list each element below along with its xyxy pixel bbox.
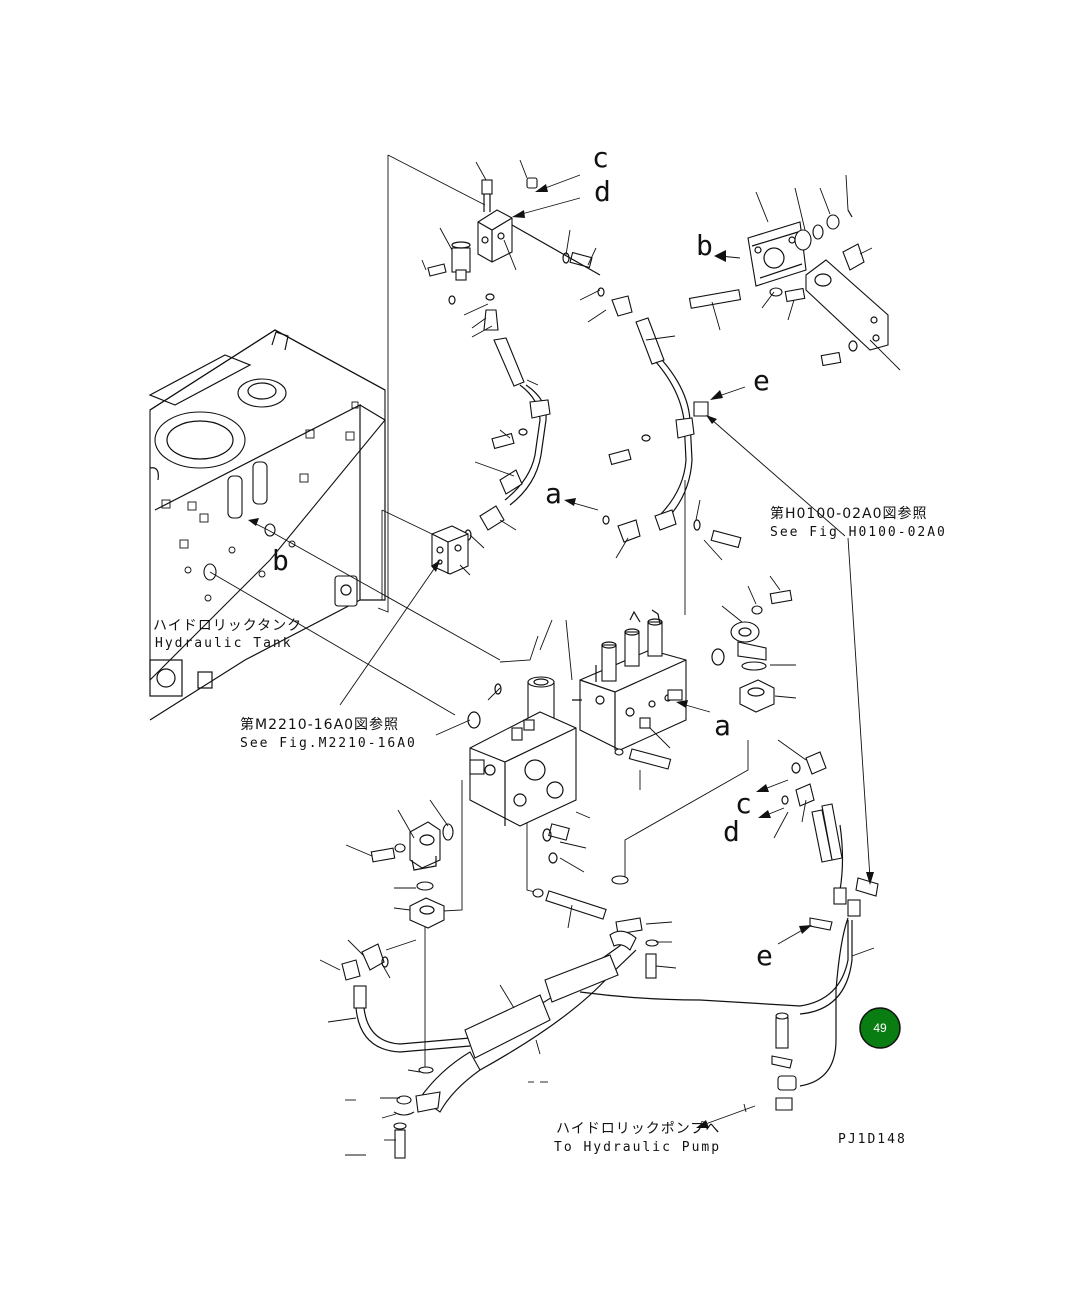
ref-label-1-en: See Fig.M2210-16A0 [240,736,417,751]
letter-e-bottom: e [756,939,773,972]
leader-lines [209,159,901,1156]
letter-c-bottom: c [735,787,752,820]
right-hose [602,317,742,549]
right-flange-parts [711,589,827,807]
letter-c-top: c [592,141,609,174]
bracket-assembly [688,209,889,367]
letter-d-top: d [594,175,611,208]
pump-label-en: To Hydraulic Pump [554,1140,721,1155]
ref-label-1-jp: 第M2210-16A0図参照 [240,716,399,733]
ref-label-2-jp: 第H0100-02A0図参照 [770,505,928,522]
callout-letters: c d b e a b a c d e [272,141,773,972]
drawing-code: PJ1D148 [838,1132,907,1147]
letter-d-bottom: d [723,815,740,848]
letter-b-bracket: b [696,229,713,262]
letter-e-top: e [753,364,770,397]
hydraulic-tank [148,329,386,721]
badge-number: 49 [873,1021,887,1035]
long-bolts [532,875,659,979]
notes: ハイドロリックタンク Hydraulic Tank 第M2210-16A0図参照… [153,505,947,1155]
tank-label-en: Hydraulic Tank [155,636,293,651]
frame-lines [377,154,749,1070]
left-hose [464,337,551,541]
letter-b-tank: b [272,544,289,577]
reference-arrows [248,174,874,1128]
lower-hoses [353,803,879,1159]
letter-a-valve: a [714,709,731,742]
ref-label-2-en: See Fig H0100-02A0 [770,525,947,540]
control-valve-center [467,676,577,864]
left-flange-parts [341,821,454,981]
badge-circle[interactable] [859,1007,901,1049]
tank-label-jp: ハイドロリックタンク [153,618,302,634]
letter-a-hose: a [545,477,562,510]
top-valve-block [427,177,633,331]
pump-label-jp: ハイドロリックポンプへ [556,1121,720,1137]
item-number-badge[interactable]: 49 [859,1007,901,1049]
control-valve-right [572,609,687,770]
